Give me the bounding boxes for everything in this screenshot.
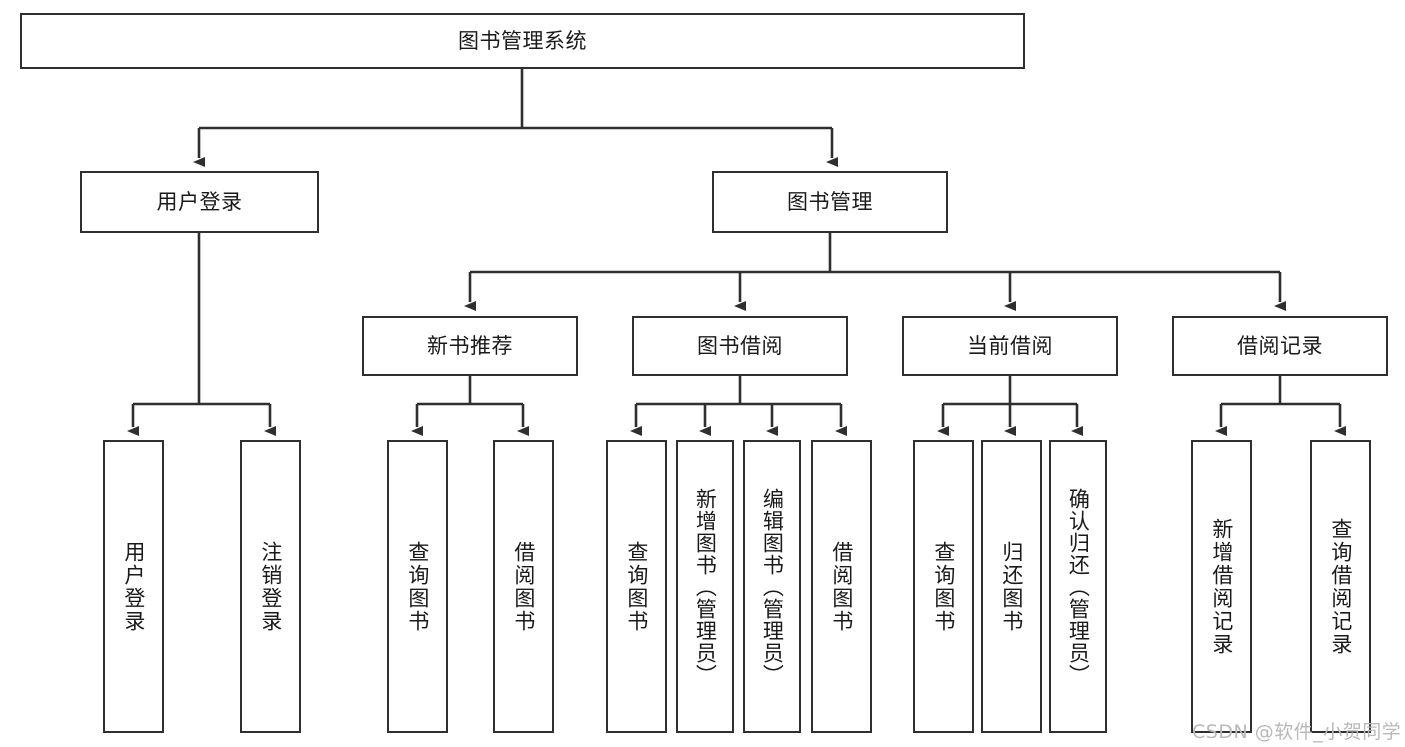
leaf-confirm-return-admin[interactable]: 确认归还（管理员） [1049, 440, 1107, 733]
leaf-add-borrow-record-label: 新增借阅记录 [1209, 517, 1234, 656]
node-user-login-label: 用户登录 [156, 189, 243, 214]
leaf-confirm-return-admin-label: 确认归还（管理员） [1066, 487, 1091, 686]
leaf-borrow-book[interactable]: 借阅图书 [811, 440, 872, 733]
node-book-borrow-label: 图书借阅 [697, 333, 783, 358]
node-current-borrow[interactable]: 当前借阅 [902, 316, 1118, 376]
leaf-return-book-label: 归还图书 [999, 540, 1024, 633]
node-new-book-recommend[interactable]: 新书推荐 [362, 316, 578, 376]
node-borrow-records-label: 借阅记录 [1237, 333, 1323, 358]
leaf-add-book-admin-label: 新增图书（管理员） [693, 487, 718, 686]
leaf-add-book-admin[interactable]: 新增图书（管理员） [676, 440, 734, 733]
leaf-query-book-current[interactable]: 查询图书 [913, 440, 974, 733]
leaf-query-borrow-record-label: 查询借阅记录 [1328, 517, 1353, 656]
leaf-logout[interactable]: 注销登录 [240, 440, 301, 733]
node-book-management-label: 图书管理 [787, 189, 873, 214]
node-book-borrow[interactable]: 图书借阅 [632, 316, 848, 376]
csdn-watermark: CSDN @软件_小贺同学 [1192, 721, 1402, 743]
leaf-query-book-current-label: 查询图书 [931, 540, 956, 633]
node-root-label: 图书管理系统 [458, 28, 587, 53]
node-new-book-recommend-label: 新书推荐 [427, 333, 513, 358]
node-book-management[interactable]: 图书管理 [712, 171, 948, 233]
node-root[interactable]: 图书管理系统 [20, 13, 1025, 69]
leaf-return-book[interactable]: 归还图书 [981, 440, 1042, 733]
leaf-query-book-borrow[interactable]: 查询图书 [606, 440, 667, 733]
leaf-borrow-book-label: 借阅图书 [829, 540, 854, 633]
leaf-logout-label: 注销登录 [258, 540, 283, 633]
leaf-edit-book-admin[interactable]: 编辑图书（管理员） [743, 440, 801, 733]
leaf-user-login[interactable]: 用户登录 [103, 440, 164, 733]
node-user-login[interactable]: 用户登录 [80, 171, 319, 233]
leaf-query-book-recommend[interactable]: 查询图书 [387, 440, 448, 733]
leaf-user-login-label: 用户登录 [121, 540, 146, 633]
leaf-borrow-book-recommend-label: 借阅图书 [511, 540, 536, 633]
leaf-borrow-book-recommend[interactable]: 借阅图书 [493, 440, 554, 733]
leaf-query-book-recommend-label: 查询图书 [405, 540, 430, 633]
leaf-edit-book-admin-label: 编辑图书（管理员） [760, 487, 785, 686]
leaf-query-borrow-record[interactable]: 查询借阅记录 [1310, 440, 1371, 733]
leaf-add-borrow-record[interactable]: 新增借阅记录 [1191, 440, 1252, 733]
leaf-query-book-borrow-label: 查询图书 [624, 540, 649, 633]
node-borrow-records[interactable]: 借阅记录 [1172, 316, 1388, 376]
node-current-borrow-label: 当前借阅 [967, 333, 1053, 358]
